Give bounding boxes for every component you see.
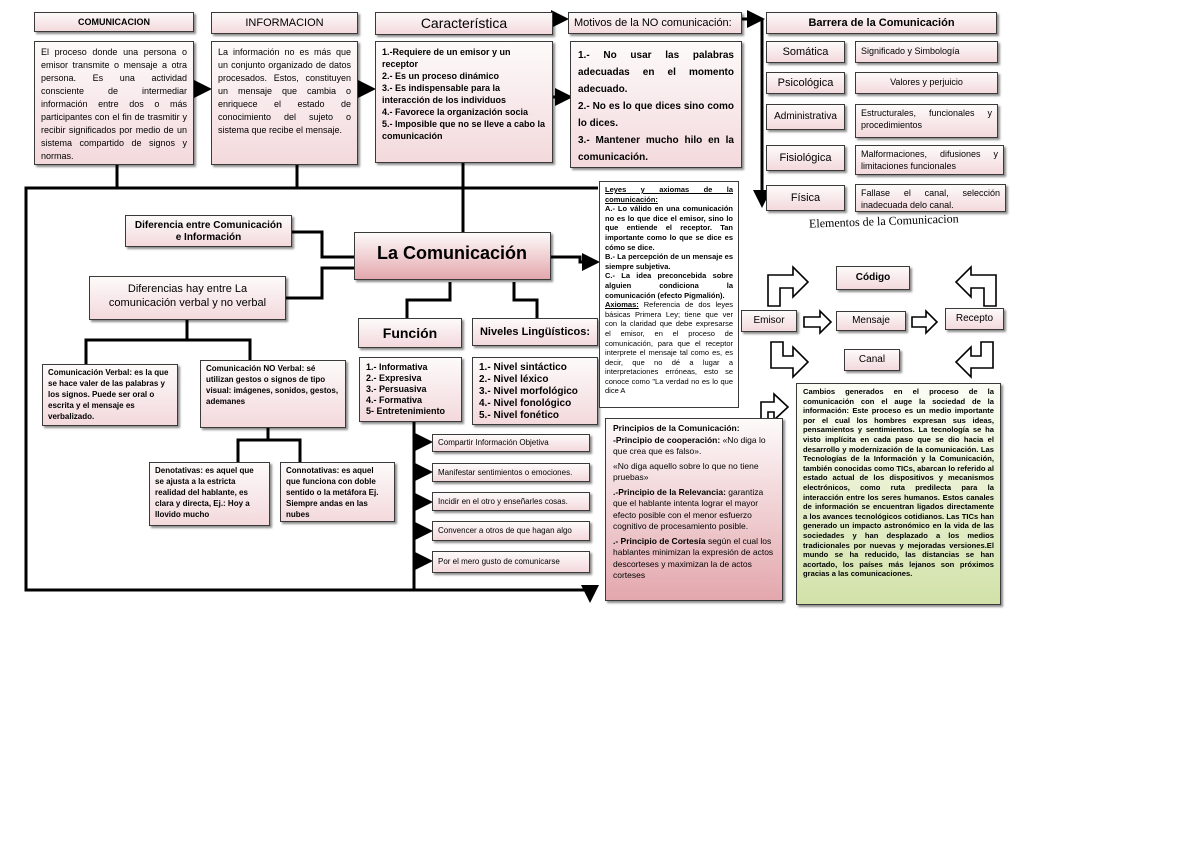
barrera-type-administrativa: Administrativa [766,104,845,130]
proposito-item: Incidir en el otro y enseñarles cosas. [432,492,590,511]
comunicacion-verbal-box: Comunicación Verbal: es la que se hace v… [42,364,178,426]
niveles-item: 1.- Nivel sintáctico [479,362,567,373]
principio-relevancia: .-Principio de la Relevancia: garantiza … [613,487,775,533]
elemento-emisor: Emisor [741,310,797,332]
principio-cooperacion-text: «No diga lo que crea que es falso». [613,434,766,457]
motivos-item: 1.- No usar las palabras adecuadas en el… [578,50,734,95]
caracteristica-header: Característica [375,12,553,35]
niveles-item: 3.- Nivel morfológico [479,386,578,397]
leyes-title: Leyes y axiomas de la comunicación: [605,185,733,204]
proposito-item: Manifestar sentimientos o emociones. [432,463,590,482]
barrera-desc-psicologica: Valores y perjuicio [855,72,998,94]
principios-box: Principios de la Comunicación: -Principi… [605,418,783,601]
principio-cortesia-text: según el cual los hablantes minimizan la… [613,535,774,581]
principio-cooperacion-label: -Principio de cooperación: [613,434,721,445]
funcion-item: 2.- Expresiva [366,373,422,383]
diferencia-box: Diferencia entre Comunicación e Informac… [125,215,292,247]
niveles-item: 5.- Nivel fonético [479,410,560,421]
leyes-axiomas-box: Leyes y axiomas de la comunicación: A.- … [599,181,739,408]
principio-relevancia-label: .-Principio de la Relevancia: [613,486,726,497]
barrera-desc-fisica: Fallase el canal, selección inadecuada d… [855,184,1006,212]
elementos-arrows [760,265,997,422]
barrera-type-fisiologica: Fisiológica [766,145,845,171]
la-comunicacion-title: La Comunicación [354,232,551,280]
comunicacion-noverbal-box: Comunicación NO Verbal: sé utilizan gest… [200,360,346,428]
funcion-item: 5- Entretenimiento [366,406,446,416]
caracteristica-item: 2.- Es un proceso dinámico [382,71,500,81]
principio-relevancia-text: garantiza que el hablante intenta lograr… [613,486,764,532]
barrera-type-fisica: Física [766,185,845,211]
principio-cortesia-label: .- Principio de Cortesía [613,535,706,546]
comunicacion-definition: El proceso donde una persona o emisor tr… [34,41,194,165]
motivos-item: 2.- No es lo que dices sino como lo dice… [578,101,734,129]
elemento-canal: Canal [844,349,900,371]
axiomas-text: Axiomas: Referencia de dos leyes básicas… [605,300,733,396]
caracteristica-item: 4.- Favorece la organización socia [382,107,529,117]
comunicacion-header: COMUNICACION [34,12,194,32]
axiomas-body: Referencia de dos leyes básicas Primera … [605,300,733,396]
motivos-header: Motivos de la NO comunicación: [568,12,742,34]
motivos-list: 1.- No usar las palabras adecuadas en el… [570,41,742,168]
informacion-header: INFORMACION [211,12,358,34]
axiomas-label: Axiomas: [605,300,639,310]
informacion-definition: La información no es más que un conjunto… [211,41,358,165]
proposito-item: Compartir Información Objetiva [432,434,590,452]
funcion-item: 4.- Formativa [366,395,423,405]
funcion-item: 1.- Informativa [366,362,428,372]
funcion-list: 1.- Informativa 2.- Expresiva 3.- Persua… [359,357,462,422]
niveles-header: Niveles Lingüísticos: [472,318,598,346]
principios-title: Principios de la Comunicación: [613,423,740,433]
principio-cooperacion: -Principio de cooperación: «No diga lo q… [613,435,775,458]
barrera-header: Barrera de la Comunicación [766,12,997,34]
funcion-item: 3.- Persuasiva [366,384,427,394]
elemento-receptor: Recepto [945,308,1004,330]
barrera-type-somatica: Somática [766,41,845,63]
ley-a: A.- Lo válido en una comunicación no es … [605,204,733,252]
elemento-codigo: Código [836,266,910,290]
principio-cortesia: .- Principio de Cortesía según el cual l… [613,536,775,582]
barrera-desc-administrativa: Estructurales, funcionales y procedimien… [855,104,998,138]
niveles-item: 4.- Nivel fonológico [479,398,572,409]
elemento-mensaje: Mensaje [836,311,906,331]
caracteristica-item: 1.-Requiere de un emisor y un receptor [382,47,511,69]
barrera-desc-fisiologica: Malformaciones, difusiones y limitacione… [855,145,1004,175]
niveles-list: 1.- Nivel sintáctico 2.- Nivel léxico 3.… [472,357,598,425]
caracteristica-item: 5.- Imposible que no se lleve a cabo la … [382,119,546,141]
ley-b: B.- La percepción de un mensaje es siemp… [605,252,733,271]
connotativas-box: Connotativas: es aquel que funciona con … [280,462,395,522]
caracteristica-list: 1.-Requiere de un emisor y un receptor 2… [375,41,553,163]
barrera-desc-somatica: Significado y Simbología [855,41,998,63]
principio-cooperacion-2: «No diga aquello sobre lo que no tiene p… [613,460,759,483]
cambios-box: Cambios generados en el proceso de la co… [796,383,1001,605]
barrera-type-psicologica: Psicológica [766,72,845,94]
funcion-header: Función [358,318,462,348]
proposito-item: Por el mero gusto de comunicarse [432,551,590,573]
caracteristica-item: 3.- Es indispensable para la interacción… [382,83,507,105]
ley-c: C.- La idea preconcebida sobre alguien c… [605,271,733,300]
denotativas-box: Denotativas: es aquel que se ajusta a la… [149,462,270,526]
niveles-item: 2.- Nivel léxico [479,374,549,385]
motivos-item: 3.- Mantener mucho hilo en la comunicaci… [578,135,734,163]
proposito-item: Convencer a otros de que hagan algo [432,521,590,541]
diferencias-verbal-box: Diferencias hay entre La comunicación ve… [89,276,286,320]
